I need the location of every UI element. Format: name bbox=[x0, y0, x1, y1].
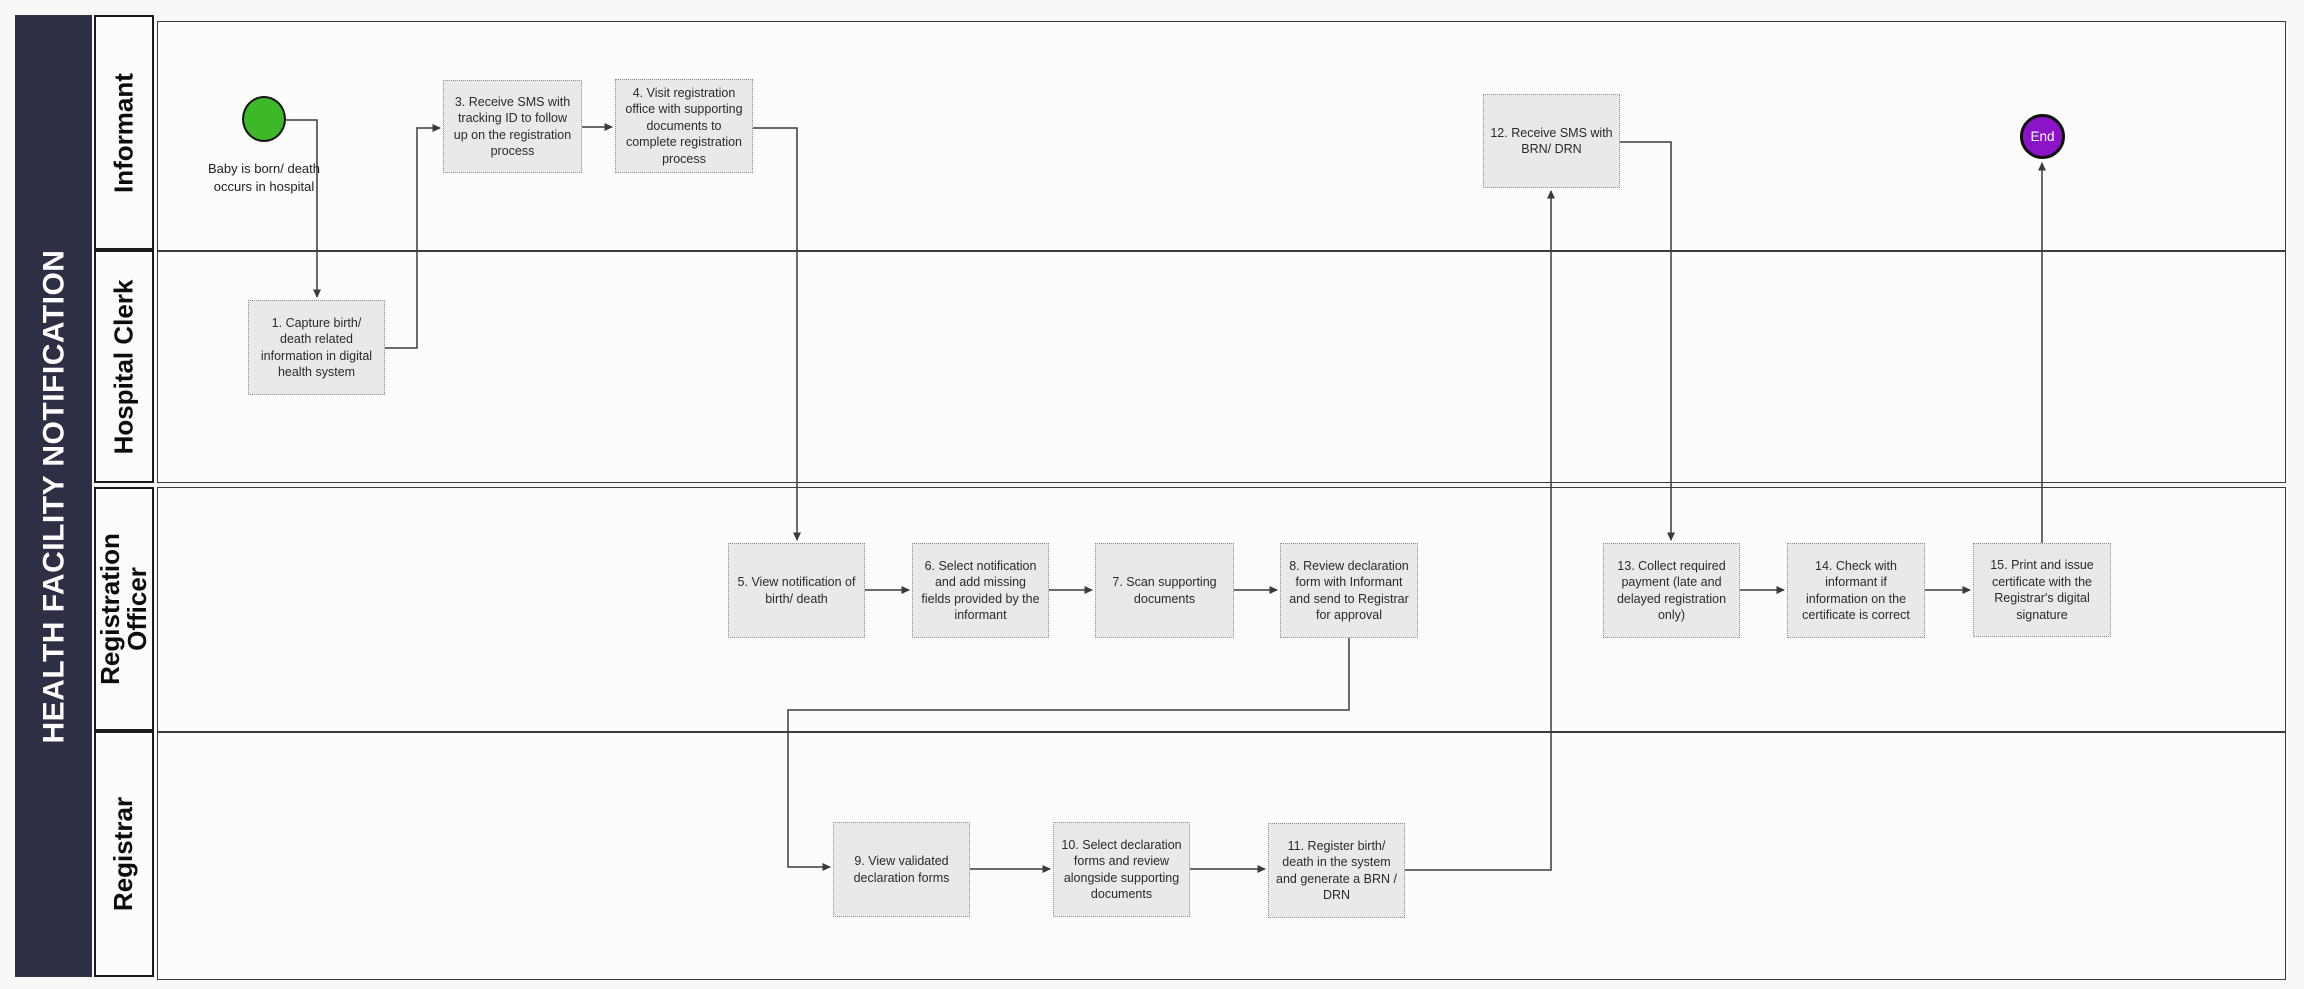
lane-label-informant-text: Informant bbox=[108, 72, 139, 193]
lane-label-registrar-text: Registrar bbox=[108, 796, 139, 912]
task-7[interactable]: 7. Scan supporting documents bbox=[1095, 543, 1234, 638]
task-14[interactable]: 14. Check with informant if information … bbox=[1787, 543, 1925, 638]
start-event-label: Baby is born/ death occurs in hospital bbox=[194, 148, 334, 208]
task-1[interactable]: 1. Capture birth/ death related informat… bbox=[248, 300, 385, 395]
task-8[interactable]: 8. Review declaration form with Informan… bbox=[1280, 543, 1418, 638]
lane-label-registrar: Registrar bbox=[94, 731, 154, 977]
task-5-text: 5. View notification of birth/ death bbox=[737, 575, 856, 606]
task-7-text: 7. Scan supporting documents bbox=[1112, 575, 1217, 606]
task-11-text: 11. Register birth/ death in the system … bbox=[1276, 838, 1397, 903]
task-11[interactable]: 11. Register birth/ death in the system … bbox=[1268, 823, 1405, 918]
task-15-text: 15. Print and issue certificate with the… bbox=[1990, 558, 2094, 622]
end-event[interactable]: End bbox=[2020, 114, 2065, 159]
task-8-text: 8. Review declaration form with Informan… bbox=[1289, 558, 1409, 623]
lane-label-hospital-clerk: Hospital Clerk bbox=[94, 250, 154, 483]
end-event-text: End bbox=[2030, 129, 2055, 144]
task-9[interactable]: 9. View validated declaration forms bbox=[833, 822, 970, 917]
task-6-text: 6. Select notification and add missing f… bbox=[921, 558, 1040, 623]
task-4[interactable]: 4. Visit registration office with suppor… bbox=[615, 79, 753, 173]
task-10[interactable]: 10. Select declaration forms and review … bbox=[1053, 822, 1190, 917]
lane-label-hospital-clerk-text: Hospital Clerk bbox=[108, 279, 139, 454]
task-3-text: 3. Receive SMS with tracking ID to follo… bbox=[453, 94, 572, 159]
task-3[interactable]: 3. Receive SMS with tracking ID to follo… bbox=[443, 80, 582, 173]
task-9-text: 9. View validated declaration forms bbox=[853, 854, 950, 885]
lane-divider-informant-clerk bbox=[158, 250, 2285, 252]
task-13[interactable]: 13. Collect required payment (late and d… bbox=[1603, 543, 1740, 638]
pool-title: HEALTH FACILITY NOTIFICATION bbox=[36, 249, 70, 743]
task-1-text: 1. Capture birth/ death related informat… bbox=[260, 315, 373, 380]
task-4-text: 4. Visit registration office with suppor… bbox=[625, 85, 743, 166]
task-15[interactable]: 15. Print and issue certificate with the… bbox=[1973, 543, 2111, 637]
task-13-text: 13. Collect required payment (late and d… bbox=[1616, 558, 1727, 623]
task-14-text: 14. Check with informant if information … bbox=[1802, 558, 1910, 623]
start-event[interactable] bbox=[242, 96, 286, 142]
start-event-label-text: Baby is born/ death occurs in hospital bbox=[207, 160, 321, 194]
task-12[interactable]: 12. Receive SMS with BRN/ DRN bbox=[1483, 94, 1620, 188]
task-6[interactable]: 6. Select notification and add missing f… bbox=[912, 543, 1049, 638]
lane-label-registration-officer: Registration Officer bbox=[94, 487, 154, 731]
lane-label-registration-officer-text: Registration Officer bbox=[94, 533, 152, 685]
task-5[interactable]: 5. View notification of birth/ death bbox=[728, 543, 865, 638]
lane-divider-officer-registrar bbox=[158, 731, 2285, 733]
lane-label-informant: Informant bbox=[94, 15, 154, 250]
task-12-text: 12. Receive SMS with BRN/ DRN bbox=[1490, 125, 1613, 157]
task-10-text: 10. Select declaration forms and review … bbox=[1061, 837, 1182, 902]
pool-title-bar: HEALTH FACILITY NOTIFICATION bbox=[15, 15, 92, 977]
